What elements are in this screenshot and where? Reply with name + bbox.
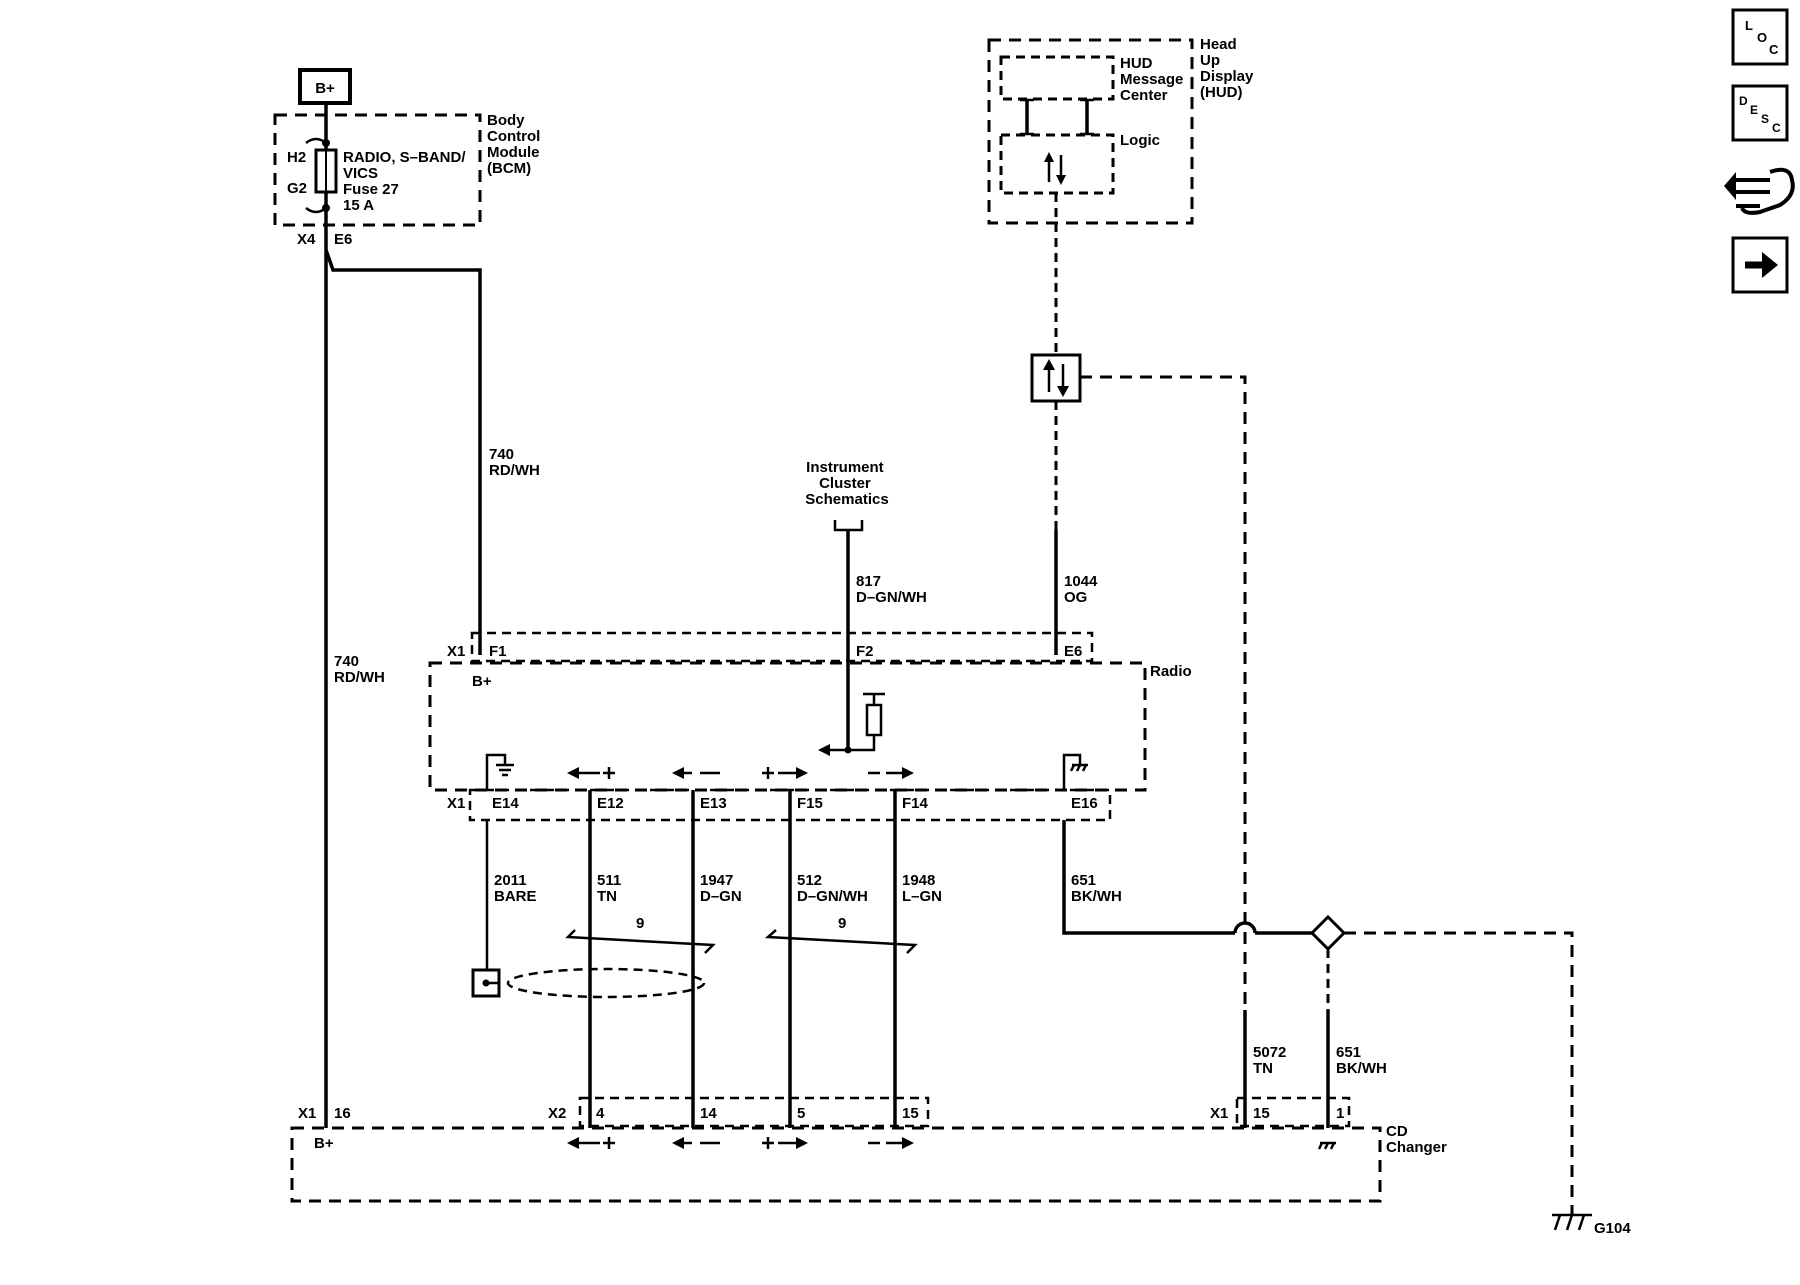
bcm-pin-g2: G2 bbox=[287, 180, 307, 197]
desc-icon[interactable]: D E S C bbox=[1731, 84, 1789, 142]
serial-data-box-icon bbox=[1030, 353, 1082, 403]
svg-text:9: 9 bbox=[636, 915, 644, 932]
hud-message-center: HUD Message Center bbox=[1120, 55, 1188, 104]
cd-signal-arrows-icon bbox=[567, 1137, 914, 1149]
hud-data-arrows-icon bbox=[1044, 152, 1066, 185]
twisted-pair-marker-b: 9 bbox=[764, 915, 918, 954]
loc-icon[interactable]: L O C bbox=[1731, 8, 1789, 66]
cd-pin-x1-1: 1 bbox=[1336, 1105, 1344, 1122]
radio-pin-e16: E16 bbox=[1071, 795, 1098, 812]
svg-text:C: C bbox=[1772, 121, 1781, 135]
instrument-cluster-ref: Instrument Cluster Schematics bbox=[805, 459, 888, 508]
cd-conn-x1: X1 bbox=[298, 1105, 316, 1122]
cd-changer-module: CD Changer X1 16 B+ X2 4 14 5 15 X1 15 1 bbox=[290, 1096, 1447, 1203]
bplus-source: B+ bbox=[298, 68, 352, 105]
splice-icon bbox=[1309, 914, 1347, 952]
radio-bplus: B+ bbox=[472, 673, 492, 690]
cd-bplus: B+ bbox=[314, 1135, 334, 1152]
cd-pin-16: 16 bbox=[334, 1105, 351, 1122]
svg-text:S: S bbox=[1761, 112, 1769, 126]
wire-651-radio bbox=[1062, 820, 1235, 935]
svg-text:D: D bbox=[1739, 94, 1748, 108]
svg-text:C: C bbox=[1769, 42, 1779, 57]
twisted-pair-marker-a: 9 bbox=[565, 915, 716, 954]
bplus-label: B+ bbox=[315, 80, 335, 97]
radio-pin-f14: F14 bbox=[902, 795, 929, 812]
radio-module: Radio X1 F1 F2 E6 B+ X1 E14 E12 E13 F15 … bbox=[428, 631, 1192, 822]
wire-817-label: 817 D–GN/WH bbox=[856, 573, 927, 606]
radio-pin-f15: F15 bbox=[797, 795, 823, 812]
connector-wrench-icon[interactable] bbox=[1724, 167, 1795, 215]
cd-pin-14: 14 bbox=[700, 1105, 717, 1122]
cd-pin-5: 5 bbox=[797, 1105, 805, 1122]
ground-path bbox=[1344, 931, 1574, 1215]
radio-name: Radio bbox=[1150, 663, 1192, 680]
g104-ground-icon: G104 bbox=[1552, 1213, 1631, 1237]
hud-logic: Logic bbox=[1120, 132, 1160, 149]
radio-pin-f2: F2 bbox=[856, 643, 874, 660]
radio-pin-e6: E6 bbox=[1064, 643, 1082, 660]
radio-pin-e13: E13 bbox=[700, 795, 727, 812]
cd-pin-x1-15: 15 bbox=[1253, 1105, 1270, 1122]
signal-ground-icon bbox=[485, 753, 514, 790]
wire-1044-label: 1044 OG bbox=[1064, 573, 1102, 606]
wire-740-radio-label: 740 RD/WH bbox=[489, 446, 540, 479]
svg-text:O: O bbox=[1757, 30, 1767, 45]
bcm-conn-x4: X4 bbox=[297, 231, 316, 248]
wire-1947-label: 1947 D–GN bbox=[700, 872, 742, 905]
bcm-pin-e6: E6 bbox=[334, 231, 352, 248]
serial-data-bus bbox=[1080, 375, 1247, 1128]
pullup-resistor-icon bbox=[818, 692, 885, 756]
wire-651-radio-label: 651 BK/WH bbox=[1071, 872, 1122, 905]
bcm-module: Body Control Module (BCM) H2 G2 RADIO, S… bbox=[273, 112, 545, 248]
wire-5072-label: 5072 TN bbox=[1253, 1044, 1291, 1077]
shield-drain-icon bbox=[471, 967, 706, 999]
g104-label: G104 bbox=[1594, 1220, 1631, 1237]
radio-top-conn: X1 bbox=[447, 643, 465, 660]
radio-signal-arrows-icon bbox=[567, 767, 914, 779]
cd-conn-x1b: X1 bbox=[1210, 1105, 1228, 1122]
next-arrow-icon[interactable] bbox=[1731, 236, 1789, 294]
svg-text:E: E bbox=[1750, 103, 1758, 117]
svg-text:9: 9 bbox=[838, 915, 846, 932]
wire-2011-label: 2011 BARE bbox=[494, 872, 537, 905]
cd-pin-15: 15 bbox=[902, 1105, 919, 1122]
wire-512-label: 512 D–GN/WH bbox=[797, 872, 868, 905]
cd-ground-icon bbox=[1317, 1141, 1336, 1150]
hud-name: Head Up Display (HUD) bbox=[1200, 36, 1258, 101]
radio-pin-e12: E12 bbox=[597, 795, 624, 812]
wire-511-label: 511 TN bbox=[597, 872, 625, 905]
bcm-pin-h2: H2 bbox=[287, 149, 306, 166]
hud-module: Head Up Display (HUD) HUD Message Center… bbox=[987, 36, 1258, 225]
radio-bot-conn: X1 bbox=[447, 795, 465, 812]
cd-changer-name: CD Changer bbox=[1386, 1123, 1447, 1156]
wire-1948-label: 1948 L–GN bbox=[902, 872, 942, 905]
cd-conn-x2: X2 bbox=[548, 1105, 566, 1122]
cd-pin-4: 4 bbox=[596, 1105, 605, 1122]
bcm-name: Body Control Module (BCM) bbox=[487, 112, 545, 177]
svg-text:L: L bbox=[1745, 18, 1753, 33]
wire-651-cd-label: 651 BK/WH bbox=[1336, 1044, 1387, 1077]
wire-740-radio bbox=[324, 249, 482, 655]
fuse-label: RADIO, S–BAND/ VICS Fuse 27 15 A bbox=[343, 149, 470, 214]
radio-pin-f1: F1 bbox=[489, 643, 507, 660]
radio-pin-e14: E14 bbox=[492, 795, 519, 812]
chassis-ground-icon bbox=[1062, 753, 1088, 790]
wire-740-cd-label: 740 RD/WH bbox=[334, 653, 385, 686]
